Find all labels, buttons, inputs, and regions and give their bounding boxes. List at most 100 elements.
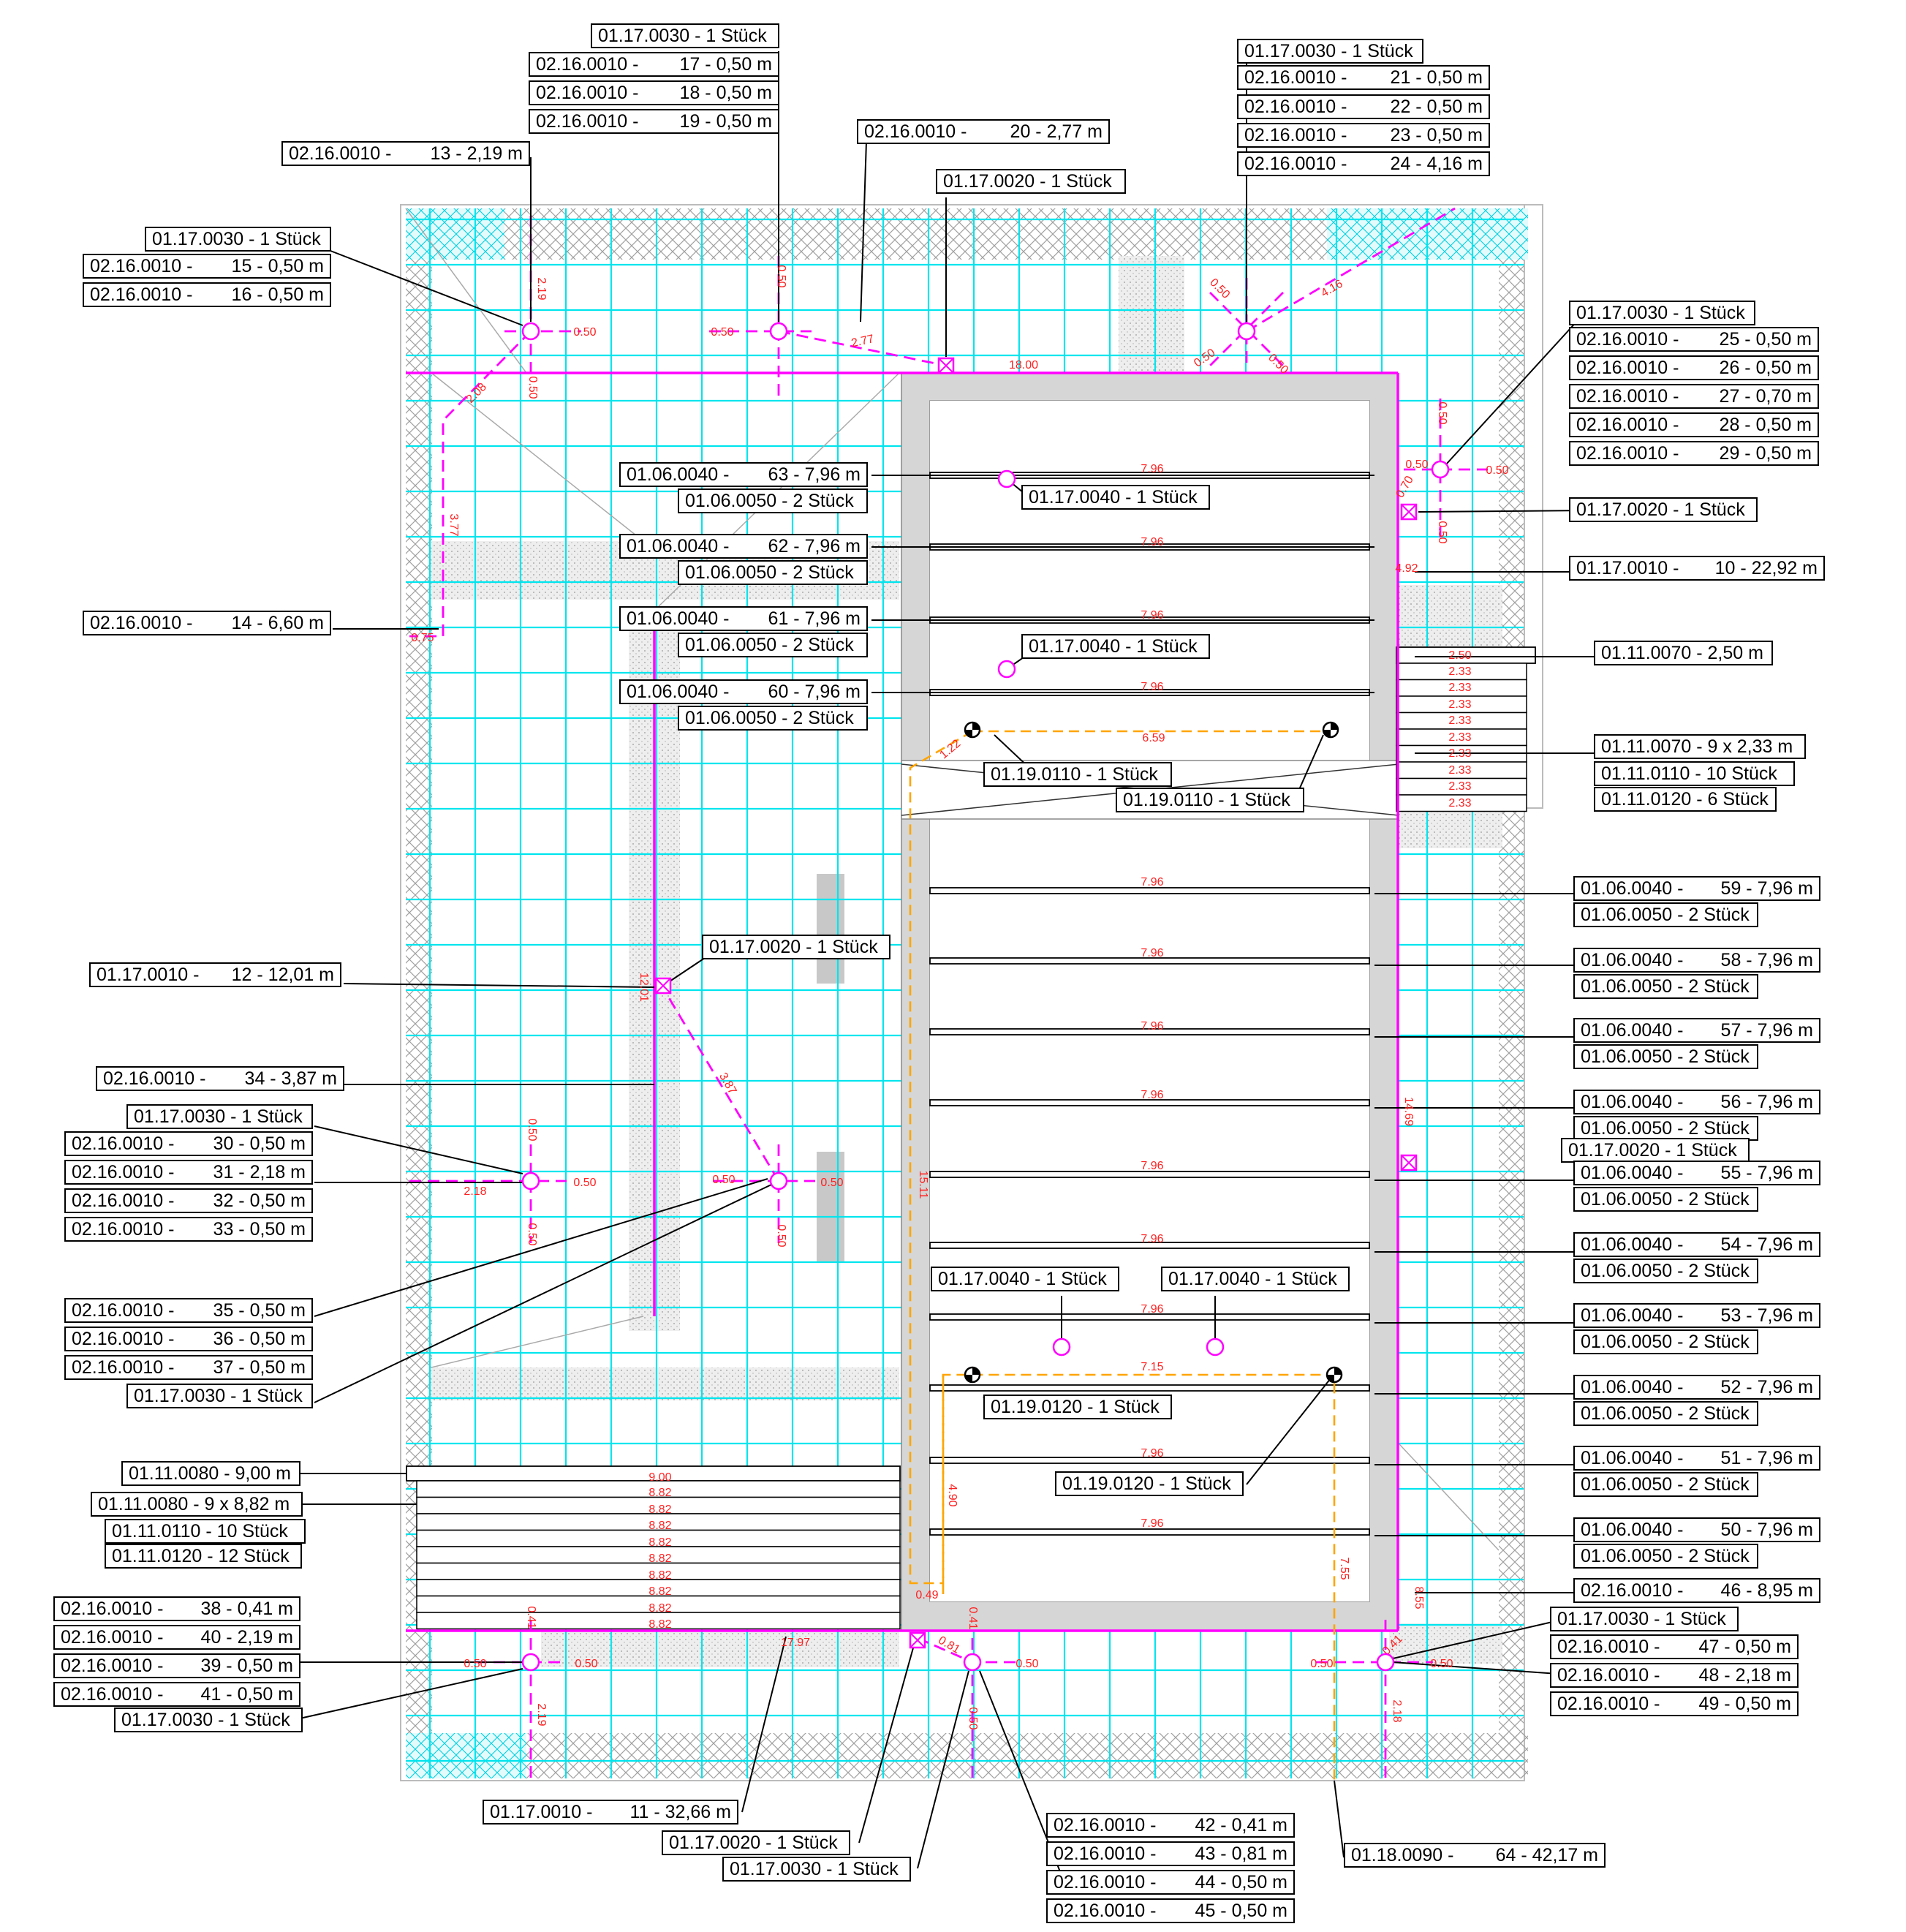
item-code: 02.16.0010 -: [1557, 1637, 1660, 1657]
item-code: 01.17.0010 -: [1576, 558, 1679, 578]
gravel-strip-5: [1389, 1623, 1502, 1664]
pipe: [660, 985, 780, 1182]
item-quantity: 61 - 7,96 m: [768, 608, 861, 629]
item-label: 02.16.0010 -42 - 0,41 m: [1046, 1813, 1295, 1838]
item-code: 01.17.0020 - 1 Stück: [709, 937, 878, 957]
item-label: 01.06.0050 - 2 Stück: [1573, 974, 1758, 999]
item-code: 02.16.0010 -: [289, 143, 392, 164]
item-code: 02.16.0010 -: [61, 1656, 164, 1676]
item-code: 02.16.0010 -: [1244, 154, 1347, 174]
item-code: 02.16.0010 -: [72, 1357, 175, 1378]
quartered-circle-icon: [1322, 721, 1339, 739]
item-code: 02.16.0010 -: [72, 1329, 175, 1349]
dimension-label: 7.96: [1141, 1303, 1163, 1316]
item-code: 01.19.0110 - 1 Stück: [1123, 790, 1290, 810]
item-label: 01.06.0040 -55 - 7,96 m: [1573, 1161, 1820, 1185]
item-label: 01.11.0110 - 10 Stück: [105, 1519, 306, 1544]
dimension-label: 9.00: [648, 1471, 671, 1484]
dimension-label: 6.59: [1142, 732, 1165, 744]
item-label: 01.06.0040 -59 - 7,96 m: [1573, 876, 1820, 901]
leader-line: [665, 954, 710, 985]
leader-line: [860, 140, 867, 322]
item-label: 01.11.0070 - 2,50 m: [1594, 641, 1773, 665]
item-quantity: 24 - 4,16 m: [1390, 154, 1483, 174]
dimension-label: 0.50: [967, 1707, 979, 1729]
item-code: 01.17.0020 - 1 Stück: [943, 171, 1112, 192]
box-x-icon: [1400, 503, 1418, 521]
item-label: 01.06.0050 - 2 Stück: [1573, 1472, 1758, 1497]
item-label: 02.16.0010 -15 - 0,50 m: [83, 254, 331, 279]
item-code: 02.16.0010 -: [1244, 97, 1347, 117]
item-code: 01.11.0110 - 10 Stück: [112, 1521, 288, 1542]
item-quantity: 39 - 0,50 m: [200, 1656, 293, 1676]
item-code: 02.16.0010 -: [1054, 1815, 1157, 1835]
gravel-strip-3: [1389, 585, 1502, 651]
item-label: 01.17.0030 - 1 Stück: [145, 227, 331, 252]
item-label: 01.17.0020 - 1 Stück: [702, 935, 890, 959]
item-label: 01.06.0050 - 2 Stück: [678, 488, 868, 513]
item-label: 01.11.0070 - 9 x 2,33 m: [1594, 734, 1806, 759]
item-quantity: 41 - 0,50 m: [200, 1684, 293, 1705]
item-label: 01.17.0030 - 1 Stück: [1569, 301, 1755, 325]
item-label: 01.11.0120 - 12 Stück: [105, 1544, 302, 1569]
item-label: 01.17.0020 - 1 Stück: [936, 169, 1126, 194]
item-code: 01.06.0050 - 2 Stück: [1581, 1474, 1750, 1495]
dimension-label: 7.96: [1141, 947, 1163, 959]
leader-line: [314, 1178, 768, 1317]
item-code: 01.06.0050 - 2 Stück: [1581, 1546, 1750, 1566]
item-code: 02.16.0010 -: [61, 1599, 164, 1619]
box-x-icon: [1400, 1154, 1418, 1171]
dimension-label: 8.82: [648, 1487, 671, 1499]
dimension-label: 0.50: [575, 1658, 597, 1670]
dimension-label: 7.96: [1141, 1020, 1163, 1033]
item-quantity: 58 - 7,96 m: [1720, 950, 1813, 970]
item-quantity: 15 - 0,50 m: [231, 256, 324, 276]
item-label: 01.17.0010 - 10 - 22,92 m: [1569, 556, 1825, 581]
item-code: 01.11.0120 - 12 Stück: [112, 1546, 290, 1566]
leader-line: [299, 1668, 523, 1719]
item-code: 01.19.0120 - 1 Stück: [991, 1397, 1160, 1417]
item-quantity: 53 - 7,96 m: [1720, 1305, 1813, 1326]
item-label: 02.16.0010 -32 - 0,50 m: [64, 1188, 313, 1213]
circle-cross-icon: [1206, 1337, 1225, 1356]
dimension-label: 2.18: [464, 1185, 486, 1198]
circle-cross-icon: [997, 660, 1016, 679]
item-label: 02.16.0010 -34 - 3,87 m: [96, 1066, 344, 1091]
dimension-label: 0.50: [711, 326, 733, 339]
item-label: 01.06.0040 -61 - 7,96 m: [619, 606, 868, 631]
item-label: 01.06.0040 -57 - 7,96 m: [1573, 1018, 1820, 1043]
item-code: 01.17.0030 - 1 Stück: [152, 229, 321, 249]
circle-cross-icon: [521, 1653, 540, 1672]
quartered-circle-icon: [964, 721, 981, 739]
item-code: 01.17.0030 - 1 Stück: [730, 1859, 899, 1879]
item-label: 02.16.0010 -46 - 8,95 m: [1573, 1578, 1820, 1603]
item-label: 02.16.0010 -29 - 0,50 m: [1569, 441, 1819, 466]
item-code: 01.06.0040 -: [1581, 1092, 1684, 1112]
item-label: 01.06.0040 -50 - 7,96 m: [1573, 1517, 1820, 1542]
item-quantity: 54 - 7,96 m: [1720, 1234, 1813, 1255]
item-quantity: 25 - 0,50 m: [1719, 329, 1812, 350]
item-label: 01.17.0040 - 1 Stück: [1161, 1267, 1350, 1291]
dimension-label: 8.55: [1413, 1586, 1425, 1609]
item-label: 01.06.0050 - 2 Stück: [678, 706, 868, 731]
dimension-label: 0.75: [411, 632, 434, 644]
item-label: 01.06.0040 -56 - 7,96 m: [1573, 1090, 1820, 1114]
item-label: 01.18.0090 -64 - 42,17 m: [1344, 1843, 1606, 1868]
item-code: 01.06.0050 - 2 Stück: [1581, 1118, 1750, 1139]
item-quantity: 20 - 2,77 m: [1010, 121, 1103, 142]
item-quantity: 14 - 6,60 m: [231, 613, 324, 633]
item-label: 02.16.0010 -31 - 2,18 m: [64, 1160, 313, 1185]
dimension-label: 15.11: [917, 1171, 929, 1199]
item-label: 02.16.0010 -47 - 0,50 m: [1550, 1634, 1799, 1659]
item-quantity: 62 - 7,96 m: [768, 536, 861, 556]
item-quantity: 10 - 22,92 m: [1714, 558, 1818, 578]
dimension-label: 0.50: [573, 1177, 596, 1189]
item-label: 01.19.0110 - 1 Stück: [1116, 788, 1304, 812]
beam: [929, 1528, 1370, 1536]
ridge-line-0: [431, 372, 644, 542]
item-label: 01.17.0030 - 1 Stück: [722, 1857, 911, 1882]
item-label: 01.17.0010 -12 - 12,01 m: [89, 962, 341, 987]
dimension-label: 0.50: [526, 376, 539, 399]
item-code: 01.06.0050 - 2 Stück: [1581, 1332, 1750, 1352]
item-code: 01.06.0050 - 2 Stück: [1581, 976, 1750, 997]
